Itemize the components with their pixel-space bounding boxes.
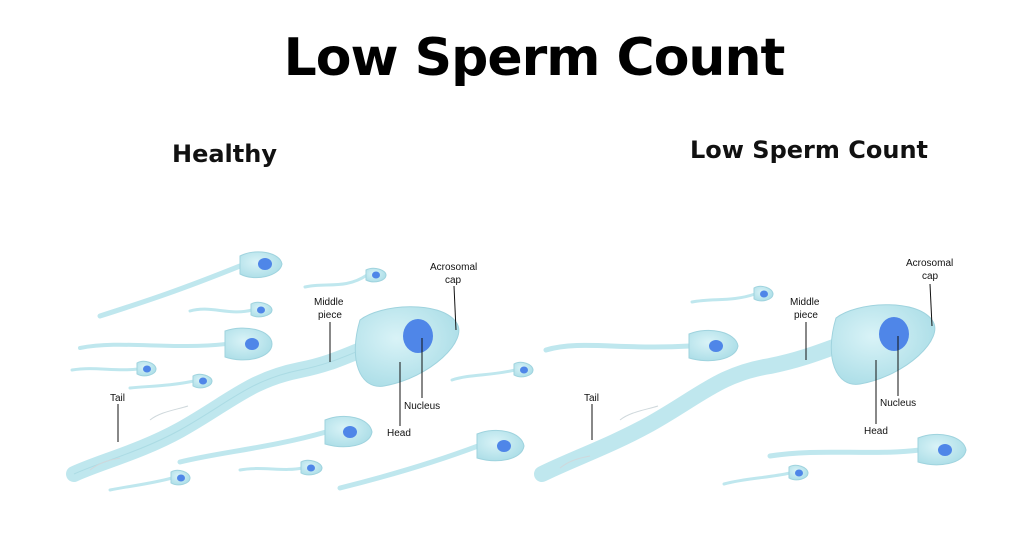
small-sperm: [722, 464, 809, 486]
head-label: Head: [864, 426, 888, 437]
small-sperm: [177, 416, 373, 465]
acrosomal-cap-label: cap: [922, 271, 939, 282]
nucleus-label: Nucleus: [880, 398, 916, 409]
middle-piece-label: Middle: [790, 297, 820, 308]
small-sperm: [108, 469, 191, 492]
small-sperm: [70, 360, 157, 377]
acrosomal-cap-label: Acrosomal: [430, 262, 477, 273]
acrosomal-cap-label: cap: [445, 275, 462, 286]
low-count-heading: Low Sperm Count: [690, 136, 928, 164]
small-sperm: [188, 301, 273, 318]
low-count-panel: Tail Middle piece Acrosomal cap Nucleus …: [534, 258, 967, 486]
main-title: Low Sperm Count: [283, 28, 786, 88]
healthy-panel: Tail Middle piece Acrosomal cap Nucleus …: [66, 251, 534, 492]
small-sperm: [450, 361, 534, 382]
acrosomal-cap-label: Acrosomal: [906, 258, 953, 269]
small-sperm: [337, 430, 525, 491]
small-sperm: [303, 267, 387, 289]
small-sperm: [97, 251, 283, 319]
middle-piece-label: piece: [318, 310, 342, 321]
middle-piece-label: Middle: [314, 297, 344, 308]
small-sperm: [128, 373, 213, 390]
small-sperm: [767, 434, 967, 466]
tail-label: Tail: [110, 393, 125, 404]
middle-piece-label: piece: [794, 310, 818, 321]
small-sperm: [543, 330, 739, 362]
small-sperm: [690, 285, 774, 304]
nucleus-label: Nucleus: [404, 401, 440, 412]
large-sperm: [534, 304, 936, 482]
large-sperm: [66, 306, 460, 482]
small-sperm: [78, 327, 273, 361]
small-sperm: [238, 459, 323, 476]
healthy-heading: Healthy: [172, 140, 277, 168]
tail-label: Tail: [584, 393, 599, 404]
head-label: Head: [387, 428, 411, 439]
